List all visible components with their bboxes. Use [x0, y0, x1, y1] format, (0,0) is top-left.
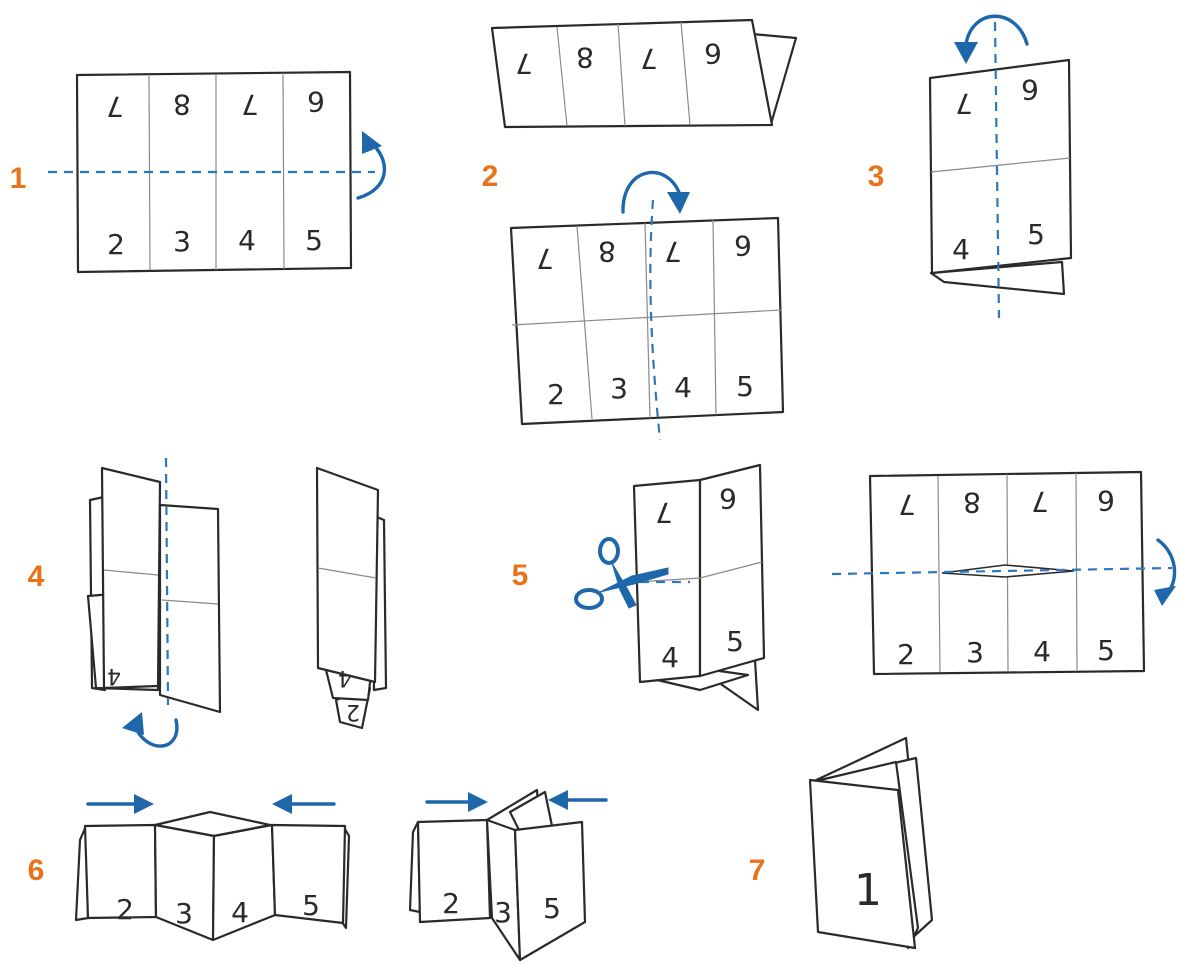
- step-2-folded-strip: 7 8 7 6: [492, 20, 796, 127]
- arrow-head: [1154, 586, 1176, 606]
- page-number: 3: [173, 225, 191, 258]
- page-number: 7: [955, 87, 973, 120]
- step-4-folded-booklet: 4 2: [317, 468, 386, 728]
- page-number: 3: [610, 372, 628, 405]
- page-number: 3: [966, 636, 984, 669]
- page-number: 4: [661, 641, 679, 674]
- page-number: 8: [576, 41, 594, 74]
- page-number: 4: [107, 663, 121, 688]
- page-number: 4: [1033, 635, 1051, 668]
- page-number: 6: [734, 229, 752, 262]
- page-number: 7: [655, 496, 673, 529]
- page-number: 5: [543, 892, 561, 925]
- arrow-head: [954, 42, 978, 64]
- arrow-head: [548, 790, 568, 810]
- page-number: 6: [307, 85, 325, 118]
- arrow-head: [272, 794, 292, 814]
- page-number: 2: [547, 378, 565, 411]
- page-number: 7: [640, 42, 658, 75]
- page-number: 5: [1097, 634, 1115, 667]
- page-number: 2: [442, 887, 460, 920]
- step-number: 2: [482, 160, 499, 193]
- arrow-head: [468, 792, 488, 812]
- page-number: 8: [598, 235, 616, 268]
- page-number: 6: [704, 37, 722, 70]
- page-number: 5: [302, 889, 320, 922]
- page-number: 3: [175, 897, 193, 930]
- step-2-unfolded-sheet: 7 8 7 6 2 3 4 5: [511, 218, 783, 424]
- step-7-finished-booklet: 1: [810, 738, 932, 948]
- page-number: 2: [116, 893, 134, 926]
- page-number: 7: [664, 235, 682, 268]
- page-number: 7: [898, 488, 916, 521]
- page-number: 4: [952, 233, 970, 266]
- page-number: 3: [494, 896, 512, 929]
- page-number: 7: [515, 47, 533, 80]
- step-number: 1: [10, 162, 27, 195]
- page-number: 5: [736, 370, 754, 403]
- page-number: 2: [346, 699, 360, 724]
- page-number: 2: [897, 638, 915, 671]
- arrow-head: [122, 712, 144, 735]
- step-number: 6: [28, 854, 45, 887]
- page-number: 6: [1097, 484, 1115, 517]
- arrow-head: [134, 794, 154, 814]
- step-6-pushed-booklet: 2 3 5: [410, 790, 585, 960]
- page-number: 7: [1031, 485, 1049, 518]
- step-number: 4: [28, 560, 45, 593]
- step-5-unfolded-sheet: 7 8 7 6 2 3 4 5: [870, 472, 1144, 674]
- fold-arrow: [966, 16, 1027, 44]
- page-number: 5: [726, 625, 744, 658]
- step-6-pushing-booklet: 2 3 4 5: [76, 812, 349, 940]
- page-number: 6: [1021, 73, 1039, 106]
- page-number: 8: [173, 88, 191, 121]
- step-number: 5: [512, 559, 529, 592]
- page-number: 4: [231, 896, 249, 929]
- page-number: 6: [719, 482, 737, 515]
- cover-page-number: 1: [854, 865, 882, 916]
- arrow-head: [667, 192, 690, 214]
- page-number: 5: [1027, 218, 1045, 251]
- page-number: 4: [338, 665, 352, 690]
- page-number: 8: [963, 486, 981, 519]
- page-number: 2: [107, 228, 125, 261]
- page-number: 7: [106, 90, 124, 123]
- step-3-folded-quarter: 7 6 4 5: [930, 60, 1071, 294]
- step-number: 7: [749, 854, 766, 887]
- page-number: 4: [674, 371, 692, 404]
- page-number: 4: [238, 224, 256, 257]
- page-number: 5: [305, 224, 323, 257]
- fold-arrow: [358, 142, 384, 198]
- step-5-folded-quarter: 7 6 4 5: [634, 465, 764, 710]
- step-number: 3: [868, 160, 885, 193]
- page-number: 7: [241, 88, 259, 121]
- page-number: 7: [536, 242, 554, 275]
- step-4-folding-booklet: 4: [88, 468, 220, 712]
